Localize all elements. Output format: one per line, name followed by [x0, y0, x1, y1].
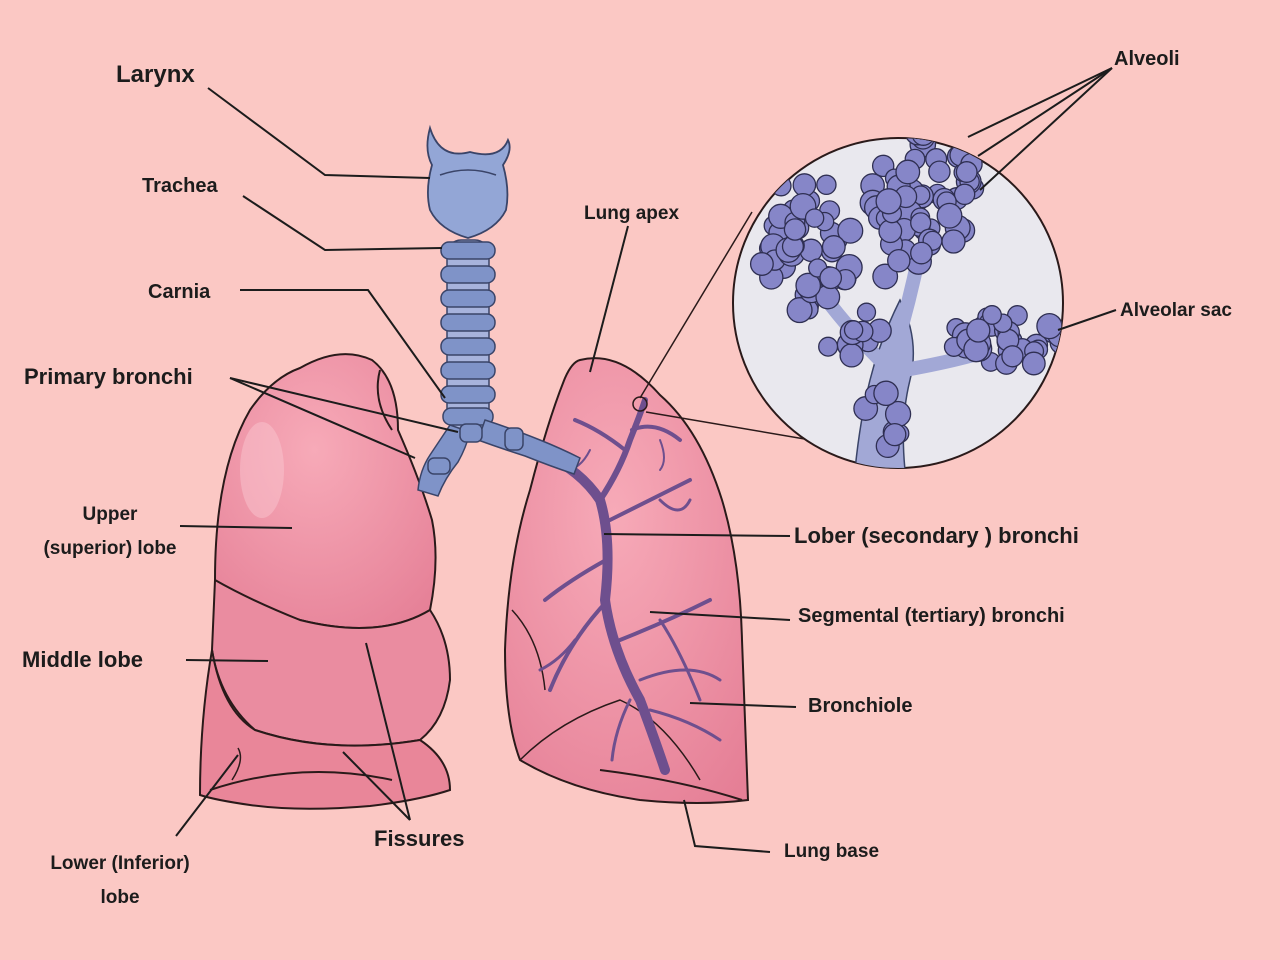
alveolus	[954, 138, 977, 152]
label-carnia: Carnia	[148, 281, 211, 303]
leader-lines	[175, 67, 1117, 853]
label-bronchiole: Bronchiole	[808, 695, 912, 717]
alveolus	[856, 302, 877, 322]
alveolus	[837, 217, 864, 244]
alveolus	[936, 202, 963, 229]
alveolus	[843, 320, 864, 340]
alveolus	[821, 235, 846, 259]
alveolus	[982, 305, 1002, 325]
alveolus	[1021, 351, 1046, 376]
left-lung	[503, 357, 750, 804]
alveolus	[910, 241, 933, 265]
alveolus	[792, 173, 817, 197]
alveolus	[872, 263, 899, 290]
alveolar-clusters	[749, 109, 1063, 459]
alveolus	[925, 138, 948, 139]
alveolus	[955, 161, 978, 183]
right-lung	[198, 353, 452, 810]
label-primary-bronchi: Primary bronchi	[24, 364, 193, 389]
airway	[417, 124, 581, 497]
label-middle-lobe: Middle lobe	[22, 647, 143, 672]
left-bronchus	[477, 419, 581, 475]
label-lung-base: Lung base	[784, 841, 879, 862]
label-upper-lobe-2: (superior) lobe	[43, 538, 176, 559]
alveolus	[953, 183, 976, 206]
alveolus	[819, 266, 843, 290]
alveolus	[786, 297, 813, 324]
alveolus	[914, 112, 936, 134]
label-lobar-bronchi: Lober (secondary ) bronchi	[794, 523, 1079, 548]
alveolus	[926, 109, 948, 131]
alveolus	[878, 219, 903, 244]
alveolus	[887, 248, 911, 273]
label-lower-lobe-1: Lower (Inferior)	[50, 853, 189, 874]
label-alveoli: Alveoli	[1114, 48, 1180, 70]
label-lower-lobe-2: lobe	[100, 887, 139, 908]
alveolus	[883, 422, 907, 447]
alveolus	[1001, 345, 1024, 368]
label-upper-lobe-1: Upper	[83, 504, 139, 525]
tracheal-rings	[440, 241, 496, 426]
label-fissures: Fissures	[374, 826, 465, 851]
alveolus	[941, 229, 966, 254]
alveolus	[928, 160, 951, 183]
alveolus	[895, 159, 921, 185]
label-larynx: Larynx	[116, 61, 195, 88]
label-lung-apex: Lung apex	[584, 203, 679, 224]
alveolus	[816, 174, 837, 196]
alveolus	[749, 252, 774, 276]
larynx-shape	[426, 124, 511, 239]
label-trachea: Trachea	[142, 175, 218, 197]
alveolus	[905, 138, 927, 141]
alveolus	[911, 138, 936, 146]
alveoli-magnifier	[639, 109, 1064, 469]
alveolus	[839, 343, 864, 368]
lower-lobe	[198, 649, 452, 810]
alveolus	[818, 336, 839, 357]
alveolus	[875, 188, 902, 215]
alveolus	[804, 208, 825, 228]
alveolus	[783, 218, 807, 241]
alveolus	[795, 272, 822, 299]
label-segmental-bronchi: Segmental (tertiary) bronchi	[798, 605, 1065, 627]
alveolus	[1036, 312, 1063, 340]
label-alveolar-sac: Alveolar sac	[1120, 300, 1232, 321]
alveolus	[966, 318, 991, 343]
labels: Larynx Trachea Carnia Primary bronchi Up…	[22, 48, 1232, 908]
alveolus	[873, 380, 899, 407]
